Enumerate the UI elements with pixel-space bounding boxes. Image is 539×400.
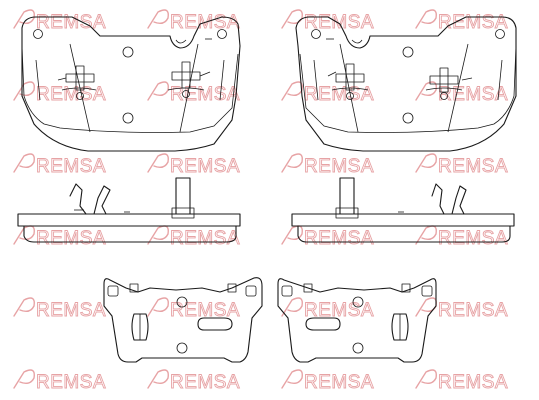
remsa-watermark-text: REMSA — [36, 300, 106, 321]
remsa-watermark-text: REMSA — [170, 156, 240, 177]
shim-plate-left — [103, 277, 263, 363]
sensor-clip-left-b — [167, 61, 211, 98]
remsa-watermark: REMSA — [13, 81, 106, 105]
remsa-watermark-text: REMSA — [36, 84, 106, 105]
remsa-watermark-text: REMSA — [438, 156, 508, 177]
remsa-logo-icon — [415, 225, 437, 245]
remsa-logo-icon — [13, 81, 35, 101]
remsa-watermark: REMSA — [415, 297, 508, 321]
remsa-watermark-layer: REMSA REMSA REMSA REMSA REMSA REMSA REMSA REMSA… — [13, 9, 508, 393]
remsa-logo-icon — [147, 225, 169, 245]
brake-pad-front-view-left — [21, 16, 241, 152]
remsa-logo-icon — [13, 9, 35, 29]
remsa-watermark: REMSA — [415, 153, 508, 177]
remsa-watermark-text: REMSA — [304, 300, 374, 321]
remsa-watermark: REMSA — [147, 81, 240, 105]
remsa-logo-icon — [281, 9, 303, 29]
shim-plate-right — [277, 278, 437, 363]
remsa-logo-icon — [281, 369, 303, 389]
remsa-logo-icon — [13, 297, 35, 317]
remsa-logo-icon — [147, 297, 169, 317]
remsa-watermark-text: REMSA — [36, 228, 106, 249]
remsa-logo-icon — [13, 369, 35, 389]
remsa-watermark-text: REMSA — [304, 228, 374, 249]
remsa-logo-icon — [415, 9, 437, 29]
remsa-watermark-text: REMSA — [170, 372, 240, 393]
remsa-watermark: REMSA — [281, 225, 374, 249]
remsa-logo-icon — [147, 153, 169, 173]
remsa-logo-icon — [281, 297, 303, 317]
remsa-watermark-text: REMSA — [36, 12, 106, 33]
remsa-watermark: REMSA — [13, 9, 106, 33]
remsa-watermark-text: REMSA — [36, 372, 106, 393]
remsa-watermark: REMSA — [13, 369, 106, 393]
remsa-watermark: REMSA — [147, 369, 240, 393]
brake-pad-front-view-right — [295, 16, 517, 152]
remsa-watermark: REMSA — [147, 9, 240, 33]
sensor-clip-left-a — [57, 65, 97, 100]
remsa-watermark-text: REMSA — [170, 84, 240, 105]
remsa-watermark-text: REMSA — [304, 84, 374, 105]
remsa-watermark: REMSA — [147, 297, 240, 321]
remsa-watermark-text: REMSA — [36, 156, 106, 177]
brake-pad-side-profile-left — [17, 177, 241, 243]
remsa-watermark-text: REMSA — [438, 228, 508, 249]
remsa-watermark-text: REMSA — [170, 300, 240, 321]
remsa-watermark: REMSA — [13, 153, 106, 177]
remsa-watermark: REMSA — [281, 297, 374, 321]
remsa-watermark-text: REMSA — [438, 84, 508, 105]
remsa-watermark-text: REMSA — [304, 372, 374, 393]
remsa-watermark: REMSA — [13, 225, 106, 249]
remsa-logo-icon — [13, 153, 35, 173]
remsa-watermark-text: REMSA — [438, 300, 508, 321]
remsa-logo-icon — [147, 81, 169, 101]
remsa-watermark-text: REMSA — [438, 372, 508, 393]
remsa-logo-icon — [281, 153, 303, 173]
remsa-logo-icon — [415, 153, 437, 173]
remsa-watermark: REMSA — [147, 225, 240, 249]
remsa-logo-icon — [415, 369, 437, 389]
remsa-watermark: REMSA — [13, 297, 106, 321]
remsa-watermark: REMSA — [415, 369, 508, 393]
sensor-clip-right-b — [425, 67, 473, 100]
remsa-logo-icon — [281, 225, 303, 245]
remsa-watermark: REMSA — [281, 369, 374, 393]
remsa-watermark: REMSA — [281, 81, 374, 105]
remsa-logo-icon — [147, 369, 169, 389]
remsa-logo-icon — [281, 81, 303, 101]
remsa-logo-icon — [415, 297, 437, 317]
remsa-watermark: REMSA — [415, 225, 508, 249]
remsa-watermark-text: REMSA — [170, 228, 240, 249]
remsa-watermark: REMSA — [147, 153, 240, 177]
remsa-watermark: REMSA — [415, 9, 508, 33]
brake-pad-side-profile-right — [291, 177, 515, 243]
remsa-watermark-text: REMSA — [304, 156, 374, 177]
remsa-logo-icon — [415, 81, 437, 101]
remsa-logo-icon — [147, 9, 169, 29]
remsa-watermark: REMSA — [281, 153, 374, 177]
remsa-watermark: REMSA — [415, 81, 508, 105]
sensor-clip-right-a — [327, 63, 369, 100]
